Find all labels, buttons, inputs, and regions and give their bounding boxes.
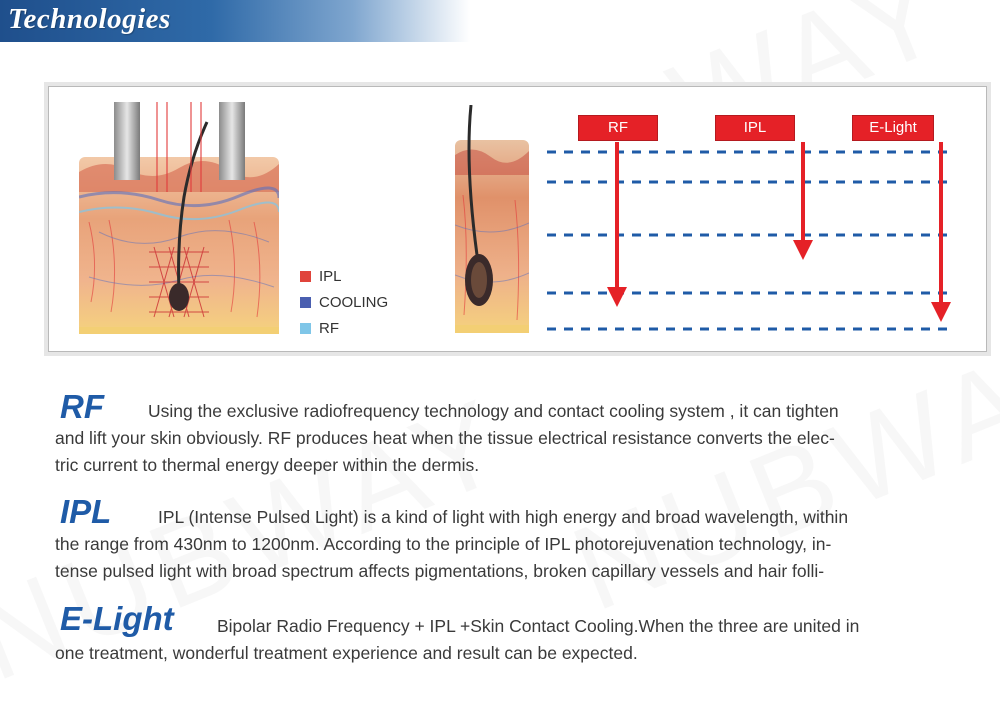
section-body-elight: Bipolar Radio Frequency + IPL +Skin Cont…: [55, 613, 987, 667]
body-line: tense pulsed light with broad spectrum a…: [55, 561, 825, 581]
depth-lines: [547, 150, 955, 331]
tag-rf: RF: [578, 115, 658, 141]
legend: IPL COOLING RF: [300, 263, 388, 341]
legend-label: RF: [319, 319, 339, 337]
page-title: Technologies: [8, 3, 171, 35]
legend-label: COOLING: [319, 293, 389, 311]
legend-item-rf: RF: [300, 315, 388, 341]
body-line: Bipolar Radio Frequency + IPL +Skin Cont…: [217, 616, 860, 636]
illustration-panel: IPL COOLING RF: [48, 86, 987, 352]
rf-arrow-head: [607, 287, 627, 307]
body-line: IPL (Intense Pulsed Light) is a kind of …: [158, 507, 849, 527]
body-line: one treatment, wonderful treatment exper…: [55, 643, 638, 663]
legend-swatch: [300, 322, 311, 334]
section-heading-elight: E-Light: [60, 600, 174, 637]
body-line: and lift your skin obviously. RF produce…: [55, 428, 835, 448]
depth-diagram: [547, 142, 955, 331]
legend-item-ipl: IPL: [300, 263, 388, 289]
legend-item-cooling: COOLING: [300, 289, 388, 315]
section-heading-ipl: IPL: [60, 493, 112, 530]
elight-arrow-head: [931, 302, 951, 322]
body-line: the range from 430nm to 1200nm. Accordin…: [55, 534, 832, 554]
legend-swatch: [300, 270, 311, 282]
body-line: tric current to thermal energy deeper wi…: [55, 455, 480, 475]
tag-elight: E-Light: [852, 115, 934, 141]
header-banner: Technologies: [0, 0, 470, 42]
body-line: Using the exclusive radiofrequency techn…: [148, 401, 839, 421]
hair-follicle-illustration: [455, 105, 529, 333]
tag-ipl: IPL: [715, 115, 795, 141]
ipl-arrow-head: [793, 240, 813, 260]
section-body-rf: Using the exclusive radiofrequency techn…: [55, 398, 987, 479]
section-heading-rf: RF: [60, 388, 104, 425]
section-body-ipl: IPL (Intense Pulsed Light) is a kind of …: [55, 504, 987, 585]
legend-label: IPL: [319, 267, 342, 285]
legend-swatch: [300, 296, 311, 308]
skin-cross-section-illustration: [79, 102, 279, 334]
